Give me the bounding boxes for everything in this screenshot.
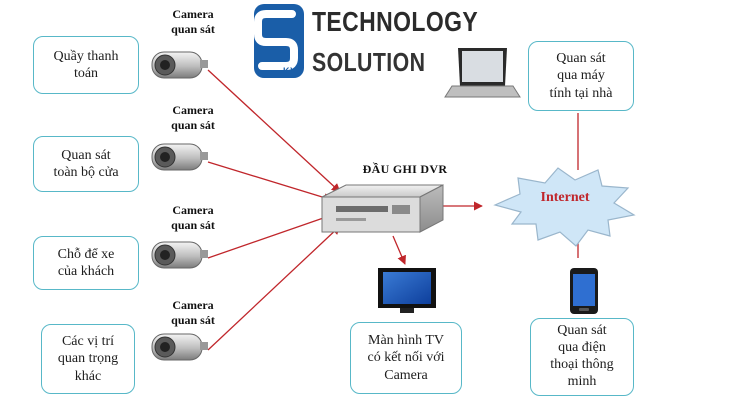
logo-text-technology: TECHNOLOGY: [312, 6, 479, 37]
phone-output-box: Quan sát qua điện thoại thông minh: [530, 318, 634, 396]
camera-icon: [151, 51, 208, 79]
arrow-cam4-dvr: [207, 225, 341, 351]
camera-label-3: Camera quan sát: [171, 203, 215, 232]
zone-box-parking: Chỗ để xe của khách: [33, 236, 139, 290]
camera-label-4: Camera quan sát: [171, 298, 215, 327]
smartphone-icon: [570, 268, 598, 314]
dvr-label: ĐẦU GHI DVR: [362, 162, 448, 176]
arrow-cam1-dvr: [207, 69, 341, 193]
logo-mark-icon: [254, 4, 304, 78]
zone-box-other-positions: Các vị trí quan trọng khác: [41, 324, 135, 394]
logo-text-ky: KY: [283, 66, 297, 76]
camera-label-1: Camera quan sát: [171, 7, 215, 36]
laptop-icon: [444, 48, 521, 98]
arrow-dvr-tv: [392, 235, 406, 265]
arrow-cam2-dvr: [207, 161, 333, 202]
logo-text-solution: SOLUTION: [312, 47, 426, 77]
camera-label-2: Camera quan sát: [171, 103, 215, 132]
tv-output-box: Màn hình TV có kết nối với Camera: [350, 322, 462, 394]
camera-icon: [151, 241, 208, 269]
camera-icon: [151, 143, 208, 171]
dvr-recorder-icon: [321, 184, 444, 233]
zone-box-checkout: Quầy thanh toán: [33, 36, 139, 94]
internet-label: Internet: [540, 190, 590, 205]
arrow-cam3-dvr: [207, 213, 333, 259]
camera-icon: [151, 333, 208, 361]
pc-output-box: Quan sát qua máy tính tại nhà: [528, 41, 634, 111]
tv-monitor-icon: [378, 268, 436, 313]
zone-box-entrance: Quan sát toàn bộ cửa: [33, 136, 139, 192]
internet-cloud-icon: [493, 167, 636, 247]
